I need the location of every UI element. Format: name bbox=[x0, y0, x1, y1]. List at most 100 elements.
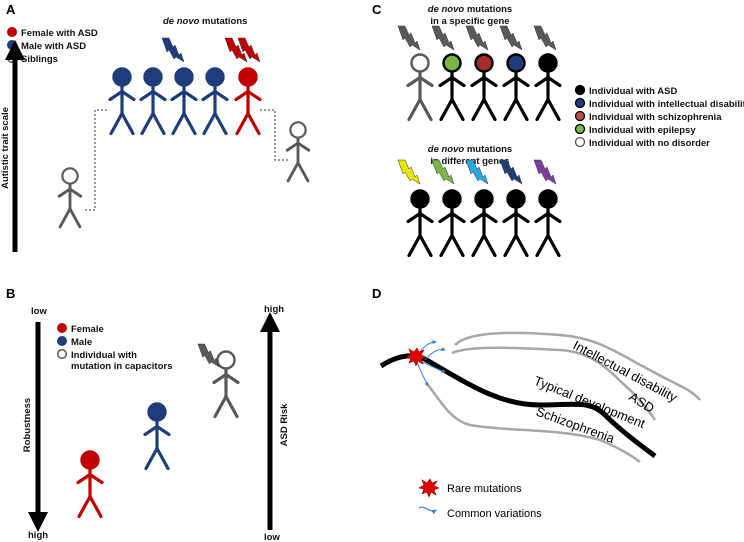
figure-leg-right bbox=[224, 394, 239, 419]
figure-arm-left bbox=[502, 211, 518, 224]
figure-arm-left bbox=[285, 141, 300, 152]
figure-leg-right bbox=[68, 207, 82, 229]
figure-head bbox=[205, 67, 225, 87]
figure-leg-right bbox=[418, 233, 433, 258]
figure-head bbox=[442, 53, 462, 73]
figure-leg-left bbox=[535, 97, 550, 122]
figure-arm-right bbox=[482, 75, 498, 88]
lightning-bolt-shape bbox=[533, 159, 557, 185]
capacitor-figure-b bbox=[212, 350, 240, 419]
figure-head bbox=[410, 53, 430, 73]
figure-leg-left bbox=[471, 233, 486, 258]
figure-leg-right bbox=[213, 111, 228, 136]
figure-arm-left bbox=[406, 75, 422, 88]
figure-leg-right bbox=[514, 97, 529, 122]
female-figure-b bbox=[76, 450, 104, 519]
figure-leg-right bbox=[514, 233, 529, 258]
stick-figures-a bbox=[57, 67, 311, 229]
figure-leg-right bbox=[296, 161, 310, 183]
bolt-icon-gray-2 bbox=[431, 25, 455, 51]
lightning-bolt-shape bbox=[431, 159, 455, 185]
rare-mutation-burst-icon bbox=[405, 347, 427, 367]
figure-arm-right bbox=[296, 141, 311, 152]
lightning-bolt-shape bbox=[397, 25, 421, 51]
legend-rare-mutation-icon bbox=[418, 478, 440, 498]
figure-leg-left bbox=[439, 233, 454, 258]
lightning-bolt-shape bbox=[397, 159, 421, 185]
bolt-icon-blue bbox=[161, 37, 185, 63]
male-figure-b bbox=[143, 402, 171, 471]
common-variation-arrow-4 bbox=[419, 340, 437, 353]
figure-leg-right bbox=[246, 111, 261, 136]
figure-leg-left bbox=[407, 97, 422, 122]
figure-arm-right bbox=[246, 89, 262, 102]
figure-head bbox=[474, 189, 494, 209]
robustness-axis-label: Robustness bbox=[22, 398, 33, 452]
figure-head bbox=[174, 67, 194, 87]
figure-arm-left bbox=[76, 472, 92, 485]
panel-a-mutations-title: de novo mutations bbox=[163, 16, 247, 27]
figure-arm-right bbox=[450, 211, 466, 224]
figure-leg-left bbox=[140, 111, 155, 136]
figure-head bbox=[538, 53, 558, 73]
lightning-bolt-shape bbox=[533, 25, 557, 51]
epilepsy-figure bbox=[438, 53, 466, 122]
common-variation-arrow-2 bbox=[421, 361, 446, 373]
figure-arm-right bbox=[418, 211, 434, 224]
figure-head bbox=[80, 450, 100, 470]
figure-leg-left bbox=[235, 111, 250, 136]
figure-arm-left bbox=[57, 187, 72, 198]
legend-male: Male bbox=[71, 337, 92, 348]
figure-leg-right bbox=[418, 97, 433, 122]
figure-leg-left bbox=[471, 97, 486, 122]
bolt-icon-red-1 bbox=[224, 37, 248, 63]
panel-c-top-title: de novo mutations bbox=[428, 4, 512, 15]
figure-arm-left bbox=[212, 372, 228, 385]
figure-head bbox=[506, 53, 526, 73]
figure-head bbox=[238, 67, 258, 87]
lightning-bolt-shape bbox=[161, 37, 185, 63]
figure-arm-right bbox=[224, 372, 240, 385]
figure-arm-right bbox=[418, 75, 434, 88]
male-asd-figure-2 bbox=[139, 67, 167, 136]
female-asd-figure bbox=[234, 67, 262, 136]
figure-arm-left bbox=[470, 75, 486, 88]
figure-arm-right bbox=[182, 89, 198, 102]
figure-leg-right bbox=[88, 494, 103, 519]
lightning-bolt-shape bbox=[465, 159, 489, 185]
asd-risk-high-label: high bbox=[264, 304, 284, 315]
legend-common-variation-icon bbox=[418, 506, 437, 515]
legend-male-asd-dot bbox=[7, 40, 17, 50]
legend-epilepsy-dot bbox=[574, 123, 586, 135]
legend-female-asd-dot bbox=[7, 27, 17, 37]
legend-capacitor-line1: Individual with bbox=[71, 350, 137, 361]
panel-c-label: C bbox=[372, 2, 382, 17]
lightning-bolt-shape bbox=[224, 37, 248, 63]
figure-arm-right bbox=[68, 187, 83, 198]
intellectual-disability-path bbox=[454, 331, 701, 401]
figure-head bbox=[538, 189, 558, 209]
male-asd-figure-4 bbox=[201, 67, 229, 136]
figure-leg-right bbox=[482, 233, 497, 258]
stick-figures-c-bottom bbox=[406, 189, 562, 258]
figure-arm-left bbox=[406, 211, 422, 224]
panel-a-label: A bbox=[6, 2, 16, 17]
figure-leg-left bbox=[503, 233, 518, 258]
legend-capacitor-line2: mutation in capacitors bbox=[71, 361, 172, 372]
bolt-icon-gray-5 bbox=[533, 25, 557, 51]
figure-arm-right bbox=[151, 89, 167, 102]
stick-figures-c-top bbox=[406, 53, 562, 122]
bolts-c-top bbox=[397, 25, 557, 51]
legend-siblings: Siblings bbox=[21, 54, 58, 65]
figure-arm-left bbox=[201, 89, 217, 102]
panel-d-label: D bbox=[372, 286, 381, 301]
figure-arm-right bbox=[546, 211, 562, 224]
intellectual-disability-figure bbox=[502, 53, 530, 122]
asd-risk-axis-label: ASD Risk bbox=[279, 403, 290, 446]
figure-arm-left bbox=[234, 89, 250, 102]
schizophrenia-figure bbox=[470, 53, 498, 122]
figure-arm-left bbox=[438, 211, 454, 224]
figure-leg-left bbox=[213, 394, 228, 419]
